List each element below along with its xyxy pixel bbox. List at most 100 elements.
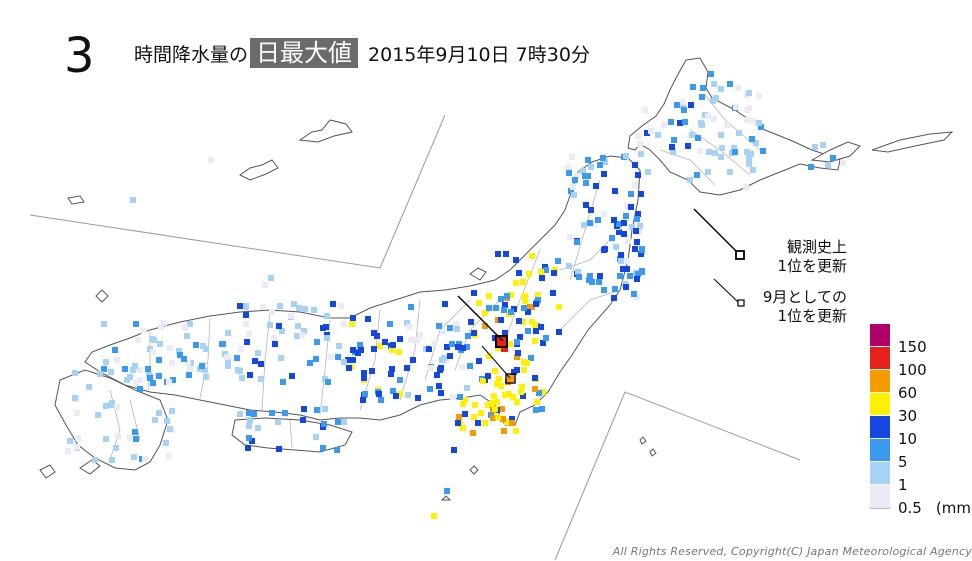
station-square: [246, 331, 252, 337]
station-square: [437, 367, 443, 373]
station-square: [244, 339, 250, 345]
station-square: [616, 221, 622, 227]
remote-islands-west: [67, 119, 353, 205]
station-square: [507, 341, 513, 347]
station-square: [635, 172, 641, 178]
station-square: [225, 358, 231, 364]
station-square: [296, 305, 302, 311]
station-square: [247, 417, 253, 423]
station-square: [167, 426, 173, 432]
inset-frame-south: [554, 391, 801, 561]
station-square: [498, 383, 504, 389]
station-square: [335, 419, 341, 425]
legend-label-100: 100: [898, 361, 927, 379]
station-square: [150, 380, 156, 386]
station-square: [311, 307, 317, 313]
station-square: [580, 168, 586, 174]
station-square: [808, 164, 814, 170]
station-square: [482, 323, 488, 329]
station-square: [520, 279, 526, 285]
station-square: [514, 339, 520, 345]
station-square: [569, 154, 575, 160]
station-square: [601, 247, 607, 253]
station-square: [572, 177, 578, 183]
station-square: [397, 377, 403, 383]
station-square: [596, 279, 602, 285]
station-square: [157, 341, 163, 347]
station-square: [417, 332, 423, 338]
station-square: [515, 350, 521, 356]
copyright-text: All Rights Reserved, Copyright(C) Japan …: [612, 545, 972, 558]
station-square: [571, 192, 577, 198]
station-square: [625, 238, 631, 244]
station-square: [346, 365, 352, 371]
station-square: [830, 155, 836, 161]
station-square: [760, 148, 766, 154]
title-datetime: 2015年9月10日 7時30分: [368, 43, 590, 66]
station-square: [101, 321, 107, 327]
station-square: [219, 341, 225, 347]
station-square: [628, 204, 634, 210]
station-square: [459, 364, 465, 370]
station-square: [655, 132, 661, 138]
station-square: [65, 448, 71, 454]
station-square: [390, 342, 396, 348]
station-square: [243, 312, 249, 318]
legend-label-0.5: 0.5(mm: [898, 499, 971, 517]
station-square: [471, 414, 477, 420]
station-square: [513, 280, 519, 286]
station-square: [671, 137, 677, 143]
station-square: [503, 251, 509, 257]
station-square: [132, 429, 138, 435]
station-square: [434, 372, 440, 378]
station-square: [255, 350, 261, 356]
station-square: [712, 150, 718, 156]
legend-swatch-10: [870, 415, 890, 439]
station-square: [182, 325, 188, 331]
station-square: [86, 384, 92, 390]
legend-swatch-150: [870, 323, 890, 347]
station-square: [176, 348, 182, 354]
station-square: [451, 447, 457, 453]
station-square: [130, 197, 136, 203]
station-square: [334, 447, 340, 453]
station-square: [520, 393, 526, 399]
station-square: [617, 273, 623, 279]
key-line-historic: [693, 208, 739, 254]
station-square: [141, 328, 147, 334]
station-square: [187, 366, 193, 372]
station-square: [387, 321, 393, 327]
station-square: [247, 372, 253, 378]
station-square: [404, 320, 410, 326]
station-square: [167, 345, 173, 351]
ogasawara-islands: [639, 436, 657, 457]
station-square: [820, 142, 826, 148]
station-square: [158, 324, 164, 330]
station-square: [634, 239, 640, 245]
station-square: [95, 412, 101, 418]
station-square: [282, 410, 288, 416]
station-square: [840, 160, 846, 166]
page-title: 時間降水量の 日最大値 2015年9月10日 7時30分: [134, 38, 590, 68]
station-square: [522, 298, 528, 304]
station-square: [397, 336, 403, 342]
panel-number: 3: [64, 28, 95, 84]
station-square: [519, 384, 525, 390]
station-square: [639, 246, 645, 252]
station-square: [538, 324, 544, 330]
station-square: [431, 513, 437, 519]
station-square: [374, 333, 380, 339]
station-square: [743, 184, 749, 190]
station-square: [680, 99, 686, 105]
station-square: [114, 357, 120, 363]
record-box-historic: [495, 335, 508, 348]
station-square: [521, 305, 527, 311]
station-square: [504, 419, 510, 425]
station-square: [520, 319, 526, 325]
station-square: [711, 116, 717, 122]
station-square: [475, 420, 481, 426]
station-square: [135, 337, 141, 343]
station-square: [454, 326, 460, 332]
station-square: [464, 344, 470, 350]
station-square: [67, 438, 73, 444]
